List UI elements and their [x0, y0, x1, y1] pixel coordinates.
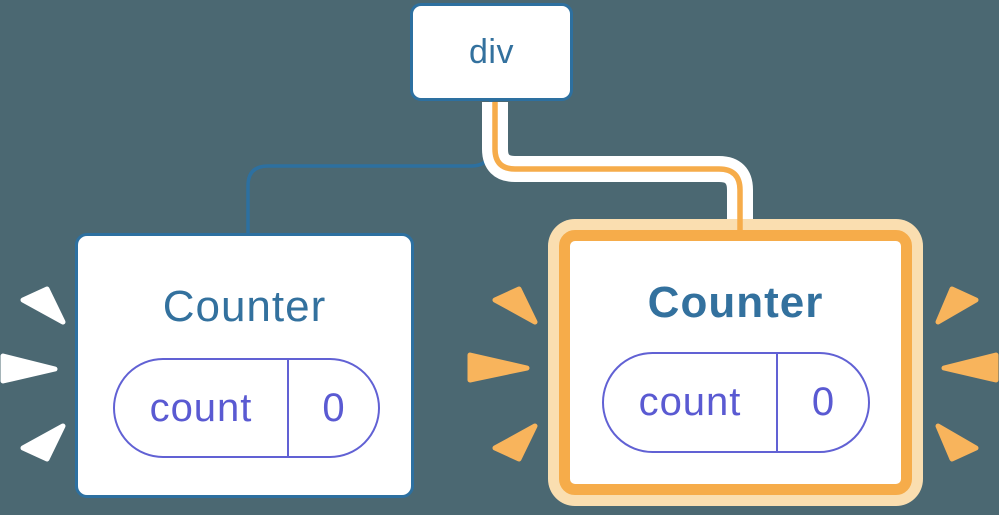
state-key-label: count — [149, 385, 253, 430]
emphasis-spark-icon — [941, 352, 999, 383]
edge-root-to-right-counter — [492, 102, 743, 231]
state-key-label: count — [638, 380, 742, 424]
state-value-label: 0 — [287, 360, 378, 456]
counter-title: Counter — [162, 282, 327, 331]
emphasis-spark-icon — [20, 286, 66, 325]
emphasis-spark-icon — [467, 352, 530, 383]
emphasis-spark-icon — [492, 423, 538, 462]
counter-title: Counter — [647, 278, 824, 327]
emphasis-spark-icon — [935, 423, 979, 462]
emphasis-spark-icon — [20, 423, 66, 462]
emphasis-spark-icon — [935, 286, 979, 325]
edge-root-to-right-counter-casing — [482, 102, 753, 219]
state-pill: count 0 — [113, 358, 380, 458]
emphasis-spark-icon — [492, 286, 538, 325]
root-node-div: div — [410, 3, 573, 101]
emphasis-spark-icon — [0, 353, 58, 384]
counter-card-right-highlighted: Counter count 0 — [559, 230, 912, 495]
edge-root-to-left-counter — [246, 101, 493, 236]
root-node-label: div — [469, 32, 514, 71]
state-value-label: 0 — [776, 354, 868, 451]
state-pill: count 0 — [602, 352, 870, 453]
counter-card-left: Counter count 0 — [75, 233, 414, 498]
